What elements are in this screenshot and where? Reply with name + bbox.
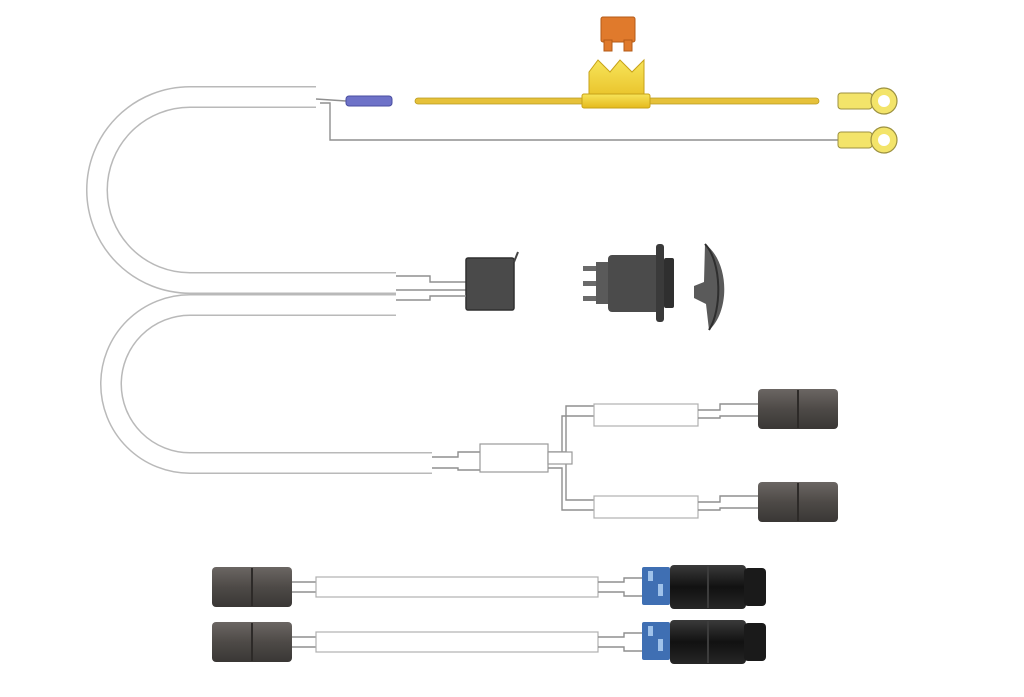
upper-harness-sheath <box>86 86 396 294</box>
harness-split <box>432 405 596 511</box>
switch-cover <box>694 243 725 331</box>
connector-upper <box>758 389 838 429</box>
lower-harness-sheath <box>100 294 432 474</box>
branch-lower <box>593 495 758 519</box>
fuse-holder <box>581 58 651 109</box>
relay <box>465 251 519 311</box>
branch-upper <box>593 403 758 427</box>
extension-cable-bottom <box>212 620 766 664</box>
ring-terminal-top <box>837 87 898 115</box>
rocker-switch <box>583 244 674 322</box>
connector-lower <box>758 482 838 522</box>
fuse <box>600 16 636 52</box>
lower-harness-wires <box>396 295 466 301</box>
upper-harness-wires <box>315 98 840 291</box>
ring-terminal-bottom <box>837 126 898 154</box>
inline-fuse <box>345 95 393 107</box>
extension-cable-top <box>212 565 766 609</box>
